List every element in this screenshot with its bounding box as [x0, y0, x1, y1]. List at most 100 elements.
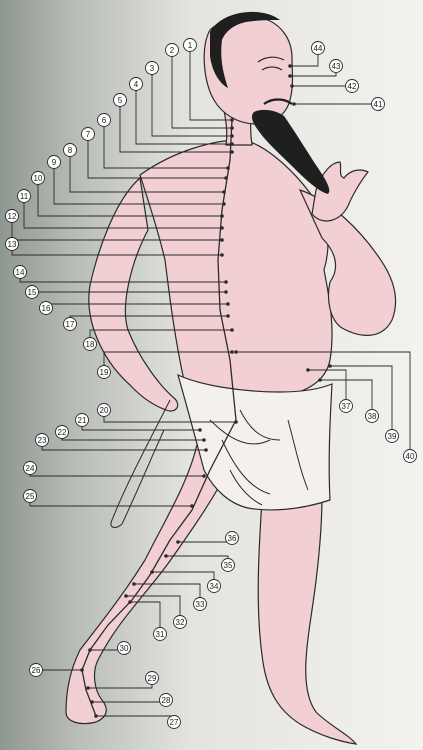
point-label-32: 32 — [176, 618, 185, 627]
point-label-30: 30 — [120, 644, 129, 653]
acupoint-dot-20 — [234, 420, 238, 424]
acupoint-dot-10 — [220, 214, 224, 218]
acupoint-dot-21 — [198, 428, 202, 432]
point-label-1: 1 — [188, 41, 193, 50]
acupoint-dot-17 — [226, 314, 230, 318]
point-label-11: 11 — [20, 192, 29, 201]
leader-line-41 — [294, 104, 378, 110]
acupoint-dot-8 — [222, 190, 226, 194]
acupoint-dot-30 — [88, 648, 92, 652]
acupoint-dot-36 — [176, 540, 180, 544]
point-label-8: 8 — [68, 146, 73, 155]
point-label-19: 19 — [100, 368, 109, 377]
acupoint-dot-13 — [220, 253, 224, 257]
leader-line-34 — [152, 572, 214, 592]
acupoint-dot-23 — [204, 448, 208, 452]
acupoint-dot-7 — [224, 176, 228, 180]
point-label-18: 18 — [86, 340, 95, 349]
point-label-23: 23 — [38, 436, 47, 445]
point-label-5: 5 — [118, 96, 123, 105]
point-label-36: 36 — [228, 534, 237, 543]
acupoint-dot-1 — [230, 118, 234, 122]
sash — [111, 400, 170, 527]
leader-line-24 — [30, 474, 204, 476]
leader-line-42 — [292, 86, 352, 92]
acupoint-dot-29 — [86, 686, 90, 690]
point-label-29: 29 — [148, 674, 157, 683]
acupoint-dot-37 — [306, 368, 310, 372]
acupoint-dot-9 — [222, 202, 226, 206]
acupoint-dot-32 — [124, 594, 128, 598]
leader-line-43 — [290, 72, 336, 76]
point-label-2: 2 — [170, 46, 175, 55]
point-label-40: 40 — [406, 452, 415, 461]
leader-line-27 — [96, 716, 174, 728]
leader-line-35 — [166, 556, 228, 571]
acupoint-dot-22 — [202, 438, 206, 442]
acupoint-dot-43 — [288, 74, 292, 78]
point-label-9: 9 — [52, 158, 57, 167]
leader-line-44 — [290, 54, 318, 66]
point-label-22: 22 — [58, 428, 67, 437]
point-label-35: 35 — [224, 561, 233, 570]
acupoint-dot-19 — [230, 350, 234, 354]
point-label-42: 42 — [348, 82, 357, 91]
point-label-13: 13 — [8, 240, 17, 249]
point-label-15: 15 — [28, 288, 37, 297]
acupoint-dot-6 — [226, 166, 230, 170]
acupoint-dot-26 — [80, 668, 84, 672]
acupoint-dot-33 — [132, 582, 136, 586]
point-label-10: 10 — [34, 174, 43, 183]
point-label-21: 21 — [78, 416, 87, 425]
acupoint-dot-16 — [226, 302, 230, 306]
leader-line-29 — [88, 684, 152, 688]
point-label-27: 27 — [170, 718, 179, 727]
leader-line-23 — [42, 446, 206, 450]
point-label-33: 33 — [196, 600, 205, 609]
point-label-4: 4 — [134, 80, 139, 89]
point-label-12: 12 — [8, 212, 17, 221]
leader-line-36 — [178, 542, 232, 544]
acupoint-dot-2 — [230, 126, 234, 130]
point-label-26: 26 — [32, 666, 41, 675]
acupoint-dot-5 — [230, 150, 234, 154]
torso — [140, 140, 332, 398]
point-label-24: 24 — [26, 464, 35, 473]
point-label-16: 16 — [42, 304, 51, 313]
leader-line-22 — [62, 438, 204, 440]
point-label-43: 43 — [332, 62, 341, 71]
point-label-6: 6 — [102, 116, 107, 125]
acupoint-dot-31 — [128, 600, 132, 604]
acupoint-dot-35 — [164, 554, 168, 558]
acupoint-dot-24 — [202, 474, 206, 478]
acupoint-dot-42 — [290, 84, 294, 88]
point-label-44: 44 — [314, 44, 323, 53]
leader-line-39 — [330, 366, 392, 442]
acupoint-dot-4 — [230, 142, 234, 146]
point-label-17: 17 — [66, 320, 75, 329]
point-label-41: 41 — [374, 100, 383, 109]
leader-line-25 — [30, 502, 192, 506]
acupoint-dot-25 — [190, 504, 194, 508]
acupoint-dot-44 — [288, 64, 292, 68]
acupoint-dot-40 — [234, 350, 238, 354]
acupoint-dot-3 — [230, 134, 234, 138]
point-label-34: 34 — [210, 582, 219, 591]
hand — [312, 162, 368, 221]
point-label-3: 3 — [150, 64, 155, 73]
point-label-39: 39 — [388, 432, 397, 441]
leader-line-21 — [82, 426, 200, 430]
acupoint-dot-18 — [230, 328, 234, 332]
point-label-20: 20 — [100, 406, 109, 415]
acupoint-dot-38 — [318, 378, 322, 382]
point-label-28: 28 — [162, 696, 171, 705]
acupoint-dot-39 — [328, 364, 332, 368]
point-label-31: 31 — [156, 630, 165, 639]
acupoint-dot-14 — [224, 280, 228, 284]
acupoint-dot-11 — [220, 226, 224, 230]
acupoint-dot-28 — [90, 700, 94, 704]
point-label-7: 7 — [86, 130, 91, 139]
point-label-37: 37 — [342, 402, 351, 411]
